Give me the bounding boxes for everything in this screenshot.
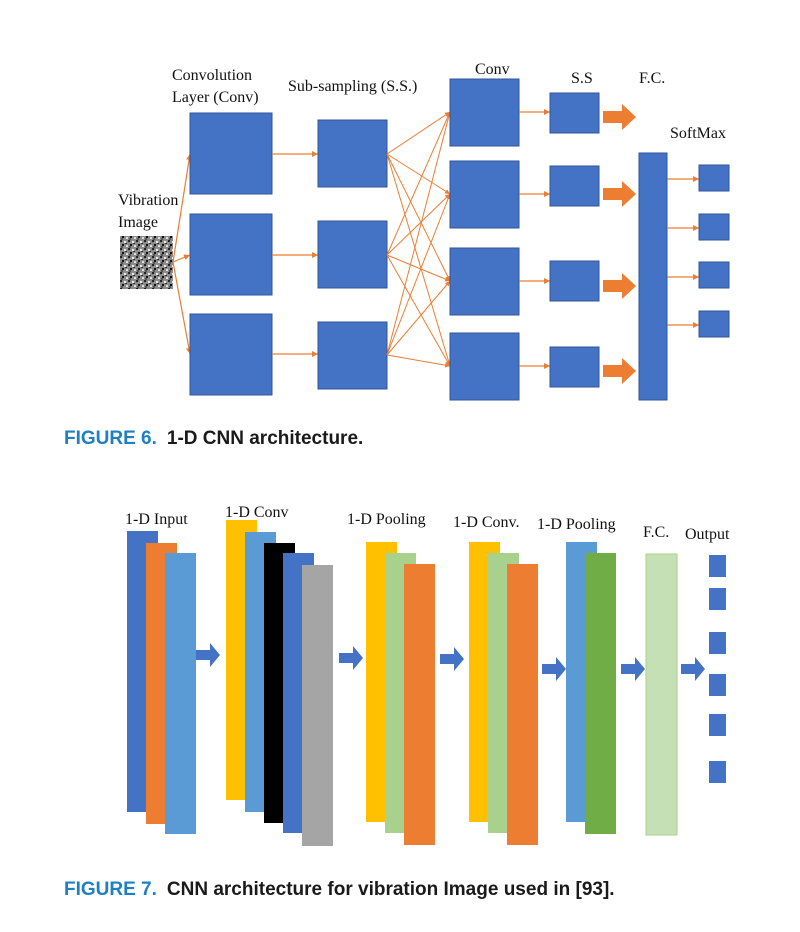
figure7-caption-text: CNN architecture for vibration Image use…	[166, 879, 615, 900]
arrow-2	[339, 646, 363, 670]
block-arrow-3	[603, 273, 636, 299]
input-label: 1-D Input	[125, 511, 188, 528]
conv-layer-5	[302, 565, 333, 846]
softmax-output-1	[698, 164, 730, 192]
ss2-block-2	[549, 165, 600, 207]
ss1-block-2	[317, 220, 388, 289]
vibration-label-line1: Vibration	[118, 192, 179, 209]
output-node-1	[709, 555, 726, 577]
pooling2-label: 1-D Pooling	[537, 516, 616, 533]
figure6-diagram	[120, 78, 730, 401]
pool1-layer-3	[404, 564, 435, 845]
conv-layer-label-line2: Layer (Conv)	[172, 89, 259, 106]
block-arrow-2	[603, 181, 636, 207]
ss1-block-1	[317, 119, 388, 188]
fc-layer	[645, 553, 678, 836]
pooling1-label: 1-D Pooling	[347, 511, 426, 528]
conv2-block-2	[449, 160, 520, 229]
figure7-caption: FIGURE 7. CNN architecture for vibration …	[64, 879, 615, 901]
figure6-caption-number: FIGURE 6.	[64, 428, 157, 449]
conv1-ss1-connections	[272, 151, 318, 357]
conv-layer-label-line1: Convolution	[172, 67, 253, 84]
ss1-block-3	[317, 321, 388, 390]
output-node-6	[709, 761, 726, 783]
ss1-conv2-connections	[386, 111, 452, 368]
block-arrow-4	[603, 358, 636, 384]
conv2-ss2-connections	[519, 109, 550, 369]
figure7-caption-number: FIGURE 7.	[64, 879, 157, 900]
softmax-output-2	[698, 213, 730, 241]
arrow-6	[681, 657, 705, 681]
conv2-label-fig7: 1-D Conv.	[453, 514, 520, 531]
output-node-4	[709, 674, 726, 696]
softmax-output-3	[698, 261, 730, 289]
arrow-3	[440, 647, 464, 671]
arrow-4	[542, 657, 566, 681]
vibration-image	[120, 236, 173, 289]
arrow-1	[196, 643, 220, 667]
output-node-5	[709, 714, 726, 736]
fc-softmax-connections	[667, 176, 699, 328]
conv2-block-3	[449, 247, 520, 316]
conv-label: 1-D Conv	[225, 504, 289, 521]
fc-bar	[638, 152, 668, 401]
softmax-label: SoftMax	[670, 125, 726, 142]
figure6-caption: FIGURE 6. 1-D CNN architecture.	[64, 428, 363, 450]
vibration-label-line2: Image	[118, 214, 158, 231]
subsampling-label: Sub-sampling (S.S.)	[288, 78, 418, 95]
softmax-output-4	[698, 310, 730, 338]
output-node-3	[709, 632, 726, 654]
block-arrow-1	[603, 104, 636, 130]
conv2-block-4	[449, 332, 520, 401]
fc-label-fig7: F.C.	[643, 524, 670, 541]
conv1-block-3	[189, 313, 273, 396]
fc-label: F.C.	[639, 70, 666, 87]
output-label: Output	[685, 526, 730, 543]
conv2-label: Conv	[475, 61, 510, 78]
conv1-block-2	[189, 213, 273, 296]
ss2-block-3	[549, 260, 600, 302]
ss2-block-4	[549, 346, 600, 388]
ss2-block-1	[549, 92, 600, 134]
input-connections	[172, 153, 193, 355]
arrow-5	[621, 657, 645, 681]
figure7-diagram	[127, 520, 726, 846]
conv1-block-1	[189, 112, 273, 195]
ss2-fc-arrows	[603, 104, 636, 384]
input-layer-3	[165, 553, 196, 834]
pool2-layer-2	[585, 553, 616, 834]
conv2-block-1	[449, 78, 520, 147]
conv2-layer-3	[507, 564, 538, 845]
figure6-caption-text: 1-D CNN architecture.	[166, 428, 364, 449]
ss2-label: S.S	[571, 70, 593, 87]
output-node-2	[709, 588, 726, 610]
